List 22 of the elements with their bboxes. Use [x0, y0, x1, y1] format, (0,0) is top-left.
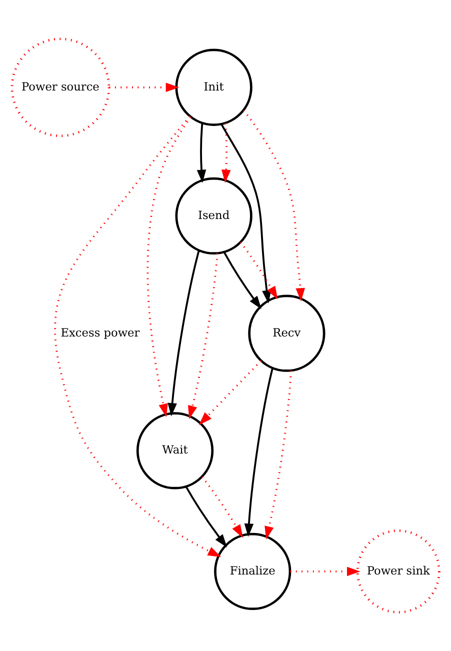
node-circle: Power sink [356, 529, 440, 614]
arrow [198, 360, 262, 426]
node-circle: Init [175, 48, 252, 126]
arrow [196, 123, 206, 184]
arrow [220, 124, 272, 304]
arrow [54, 116, 222, 558]
arrow [221, 123, 231, 184]
arrow [185, 486, 228, 548]
edge-label: Excess power [60, 325, 140, 340]
node-circle: Isend [175, 177, 252, 255]
arrow [223, 252, 262, 310]
arrow [188, 253, 218, 420]
arrow [290, 566, 360, 576]
arrow [264, 370, 292, 540]
arrow [240, 242, 278, 300]
arrow [201, 476, 243, 538]
arrow [244, 368, 274, 537]
arrow [168, 250, 200, 416]
arrow [109, 82, 180, 92]
node-circle: Power source [10, 38, 110, 138]
arrow [146, 116, 192, 418]
arrow [242, 110, 306, 302]
